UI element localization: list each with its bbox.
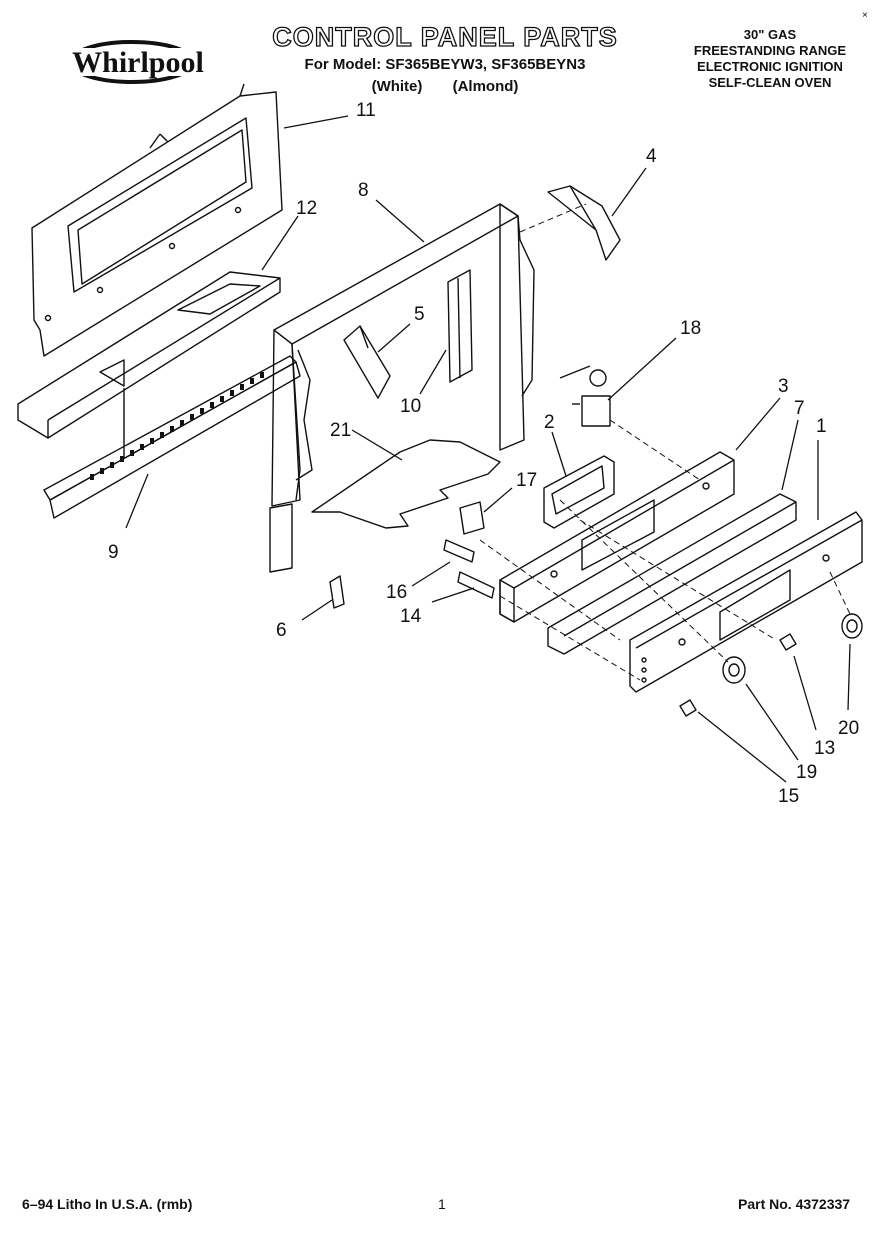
callout-17: 17 [516, 470, 537, 491]
part-12-bracket [17, 271, 281, 439]
desc-line: SELF-CLEAN OVEN [708, 75, 832, 90]
callout-18: 18 [680, 318, 701, 339]
part-2-display [543, 455, 615, 529]
part-3-panel-back [499, 451, 735, 623]
part-11-back-panel [31, 83, 283, 357]
product-description: 30" GAS FREESTANDING RANGE ELECTRONIC IG… [670, 27, 870, 91]
assembly-lines [479, 203, 851, 681]
part-1-front-panel [629, 511, 863, 693]
part-20-knob [841, 613, 863, 639]
part-4-end-cap [547, 185, 621, 261]
callout-9: 9 [108, 542, 119, 563]
variant-almond: (Almond) [452, 78, 519, 95]
callout-13: 13 [814, 738, 835, 759]
page-title: CONTROL PANEL PARTS [272, 21, 618, 52]
part-6-clip [329, 575, 345, 609]
desc-line: 30" GAS [743, 27, 797, 42]
callout-4: 4 [646, 146, 657, 167]
variant-white: (White) [371, 78, 423, 95]
callout-11: 11 [356, 100, 376, 121]
part-15-button [679, 699, 697, 717]
callout-6: 6 [276, 620, 287, 641]
callout-5: 5 [414, 304, 425, 325]
part-13-button [779, 633, 797, 651]
callout-1: 1 [816, 416, 827, 437]
desc-line: FREESTANDING RANGE [693, 43, 847, 58]
callout-19: 19 [796, 762, 817, 783]
part-9-vent-slots [90, 372, 264, 480]
callout-2: 2 [544, 412, 555, 433]
callout-14: 14 [400, 606, 422, 627]
leader-lines [125, 115, 851, 783]
part-number: Part No. 4372337 [738, 1196, 851, 1212]
page-number: 1 [438, 1196, 446, 1212]
corner-mark: × [862, 10, 868, 21]
desc-line: ELECTRONIC IGNITION [697, 59, 843, 74]
color-variants: (White) (Almond) [240, 78, 650, 95]
brand-logo: Whirlpool [56, 26, 216, 106]
callout-8: 8 [358, 180, 369, 201]
part-21-plate [311, 439, 501, 529]
part-10-channel [447, 269, 473, 383]
part-17-block [459, 501, 485, 535]
callout-15: 15 [778, 786, 799, 807]
brand-wordmark: Whirlpool [72, 46, 204, 79]
part-19-knob [722, 656, 746, 684]
callout-16: 16 [386, 582, 407, 603]
litho-note: 6–94 Litho In U.S.A. (rmb) [22, 1196, 193, 1212]
part-18-switch [559, 365, 611, 427]
part-8-frame [269, 203, 535, 573]
part-5 [343, 325, 391, 399]
callout-12: 12 [296, 198, 317, 219]
callout-20: 20 [838, 718, 859, 739]
callout-7: 7 [794, 398, 805, 419]
callout-10: 10 [400, 396, 421, 417]
model-line: For Model: SF365BEYW3, SF365BEYN3 [304, 56, 586, 73]
callout-3: 3 [778, 376, 789, 397]
part-14-shaft [457, 571, 495, 599]
part-9-vent-strip [43, 355, 301, 519]
callout-21: 21 [330, 420, 351, 441]
part-16-shaft [443, 539, 475, 563]
part-7-lens [547, 493, 797, 655]
